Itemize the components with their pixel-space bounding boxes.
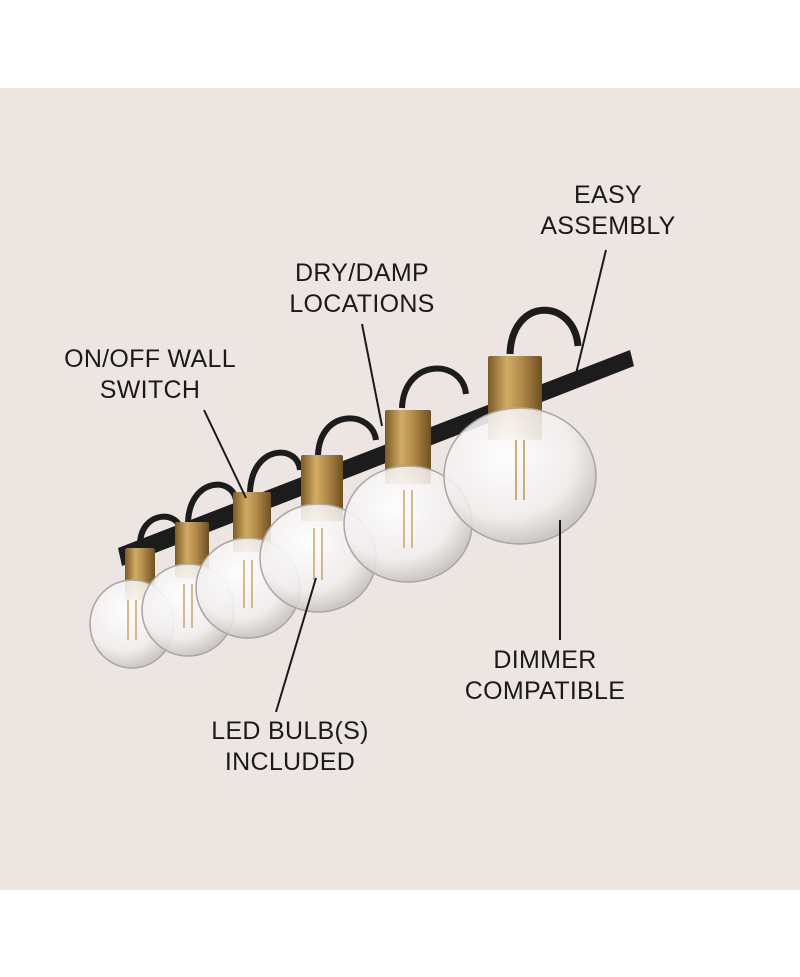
callout-dimmer-line1: DIMMER: [493, 646, 597, 674]
callout-dimmer-line2: COMPATIBLE: [464, 677, 626, 705]
callout-dimmer-compatible: DIMMER COMPATIBLE: [440, 645, 650, 707]
dry-damp-leader: [361, 323, 383, 427]
light-fixture-5: [343, 365, 473, 583]
callout-easy-assembly: EASY ASSEMBLY: [520, 180, 696, 242]
callout-on-off-wall-switch: ON/OFF WALL SWITCH: [40, 344, 260, 406]
callout-led-line2: INCLUDED: [224, 748, 356, 776]
callout-dry-damp-locations: DRY/DAMP LOCATIONS: [272, 258, 452, 320]
callout-dry-damp-line1: DRY/DAMP: [295, 259, 429, 287]
easy-assembly-leader: [573, 249, 607, 383]
callout-dry-damp-line2: LOCATIONS: [289, 290, 435, 318]
led-bulbs-leader: [275, 577, 317, 713]
on-off-leader: [203, 409, 247, 499]
light-fixture-6: [443, 306, 597, 545]
callout-on-off-line1: ON/OFF WALL: [64, 345, 236, 373]
callout-easy-assembly-line1: EASY: [574, 181, 642, 209]
callout-led-line1: LED BULB(S): [211, 717, 369, 745]
callout-easy-assembly-line2: ASSEMBLY: [540, 212, 676, 240]
light-fixture-1: [89, 513, 183, 669]
callout-led-bulbs-included: LED BULB(S) INCLUDED: [190, 716, 390, 778]
callout-on-off-line2: SWITCH: [99, 376, 201, 404]
